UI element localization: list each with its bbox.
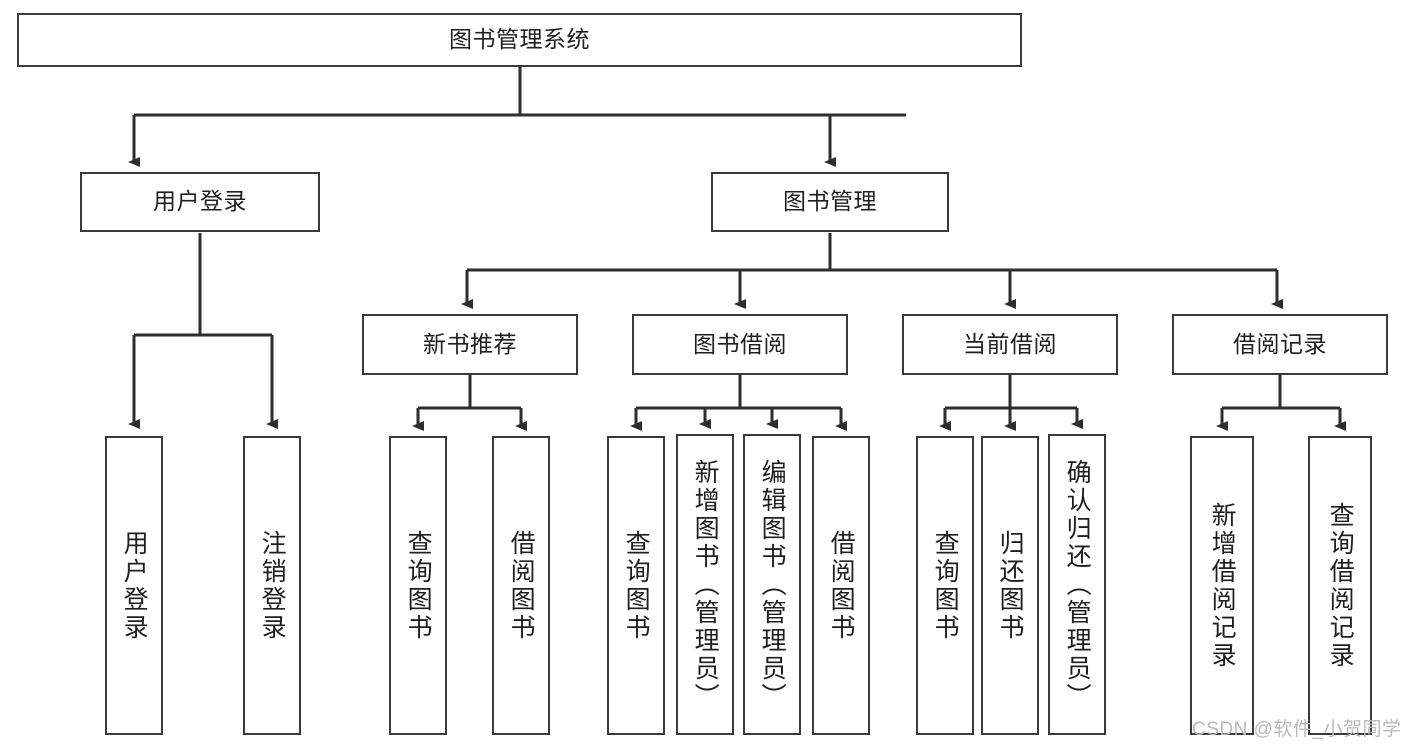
leaf-borrow-query-book[interactable]: 查询图书 bbox=[607, 436, 665, 735]
node-label: 新增借阅记录 bbox=[1208, 501, 1237, 670]
leaf-borrow-edit-book-admin[interactable]: 编辑图书（管理员） bbox=[743, 434, 801, 735]
node-current-borrow[interactable]: 当前借阅 bbox=[902, 314, 1118, 375]
node-borrow-record[interactable]: 借阅记录 bbox=[1172, 314, 1388, 375]
node-label: 查询图书 bbox=[622, 529, 651, 642]
leaf-record-query-record[interactable]: 查询借阅记录 bbox=[1308, 436, 1372, 735]
leaf-recommend-query-book[interactable]: 查询图书 bbox=[389, 436, 447, 735]
leaf-recommend-borrow-book[interactable]: 借阅图书 bbox=[492, 436, 550, 735]
node-label: 归还图书 bbox=[996, 529, 1025, 642]
node-label: 当前借阅 bbox=[963, 330, 1057, 357]
node-book-management[interactable]: 图书管理 bbox=[711, 172, 949, 232]
node-label: 查询借阅记录 bbox=[1326, 501, 1355, 670]
csdn-watermark: CSDN @软件_小贺同学 bbox=[1192, 719, 1402, 740]
leaf-current-confirm-return-admin[interactable]: 确认归还（管理员） bbox=[1048, 434, 1106, 735]
node-label: 注销登录 bbox=[258, 529, 287, 642]
node-root-system[interactable]: 图书管理系统 bbox=[17, 13, 1022, 67]
node-label: 查询图书 bbox=[404, 529, 433, 642]
leaf-current-query-book[interactable]: 查询图书 bbox=[916, 436, 974, 735]
node-new-book-recommend[interactable]: 新书推荐 bbox=[362, 314, 578, 375]
node-book-borrow[interactable]: 图书借阅 bbox=[632, 314, 848, 375]
node-label: 确认归还（管理员） bbox=[1063, 458, 1092, 711]
node-label: 借阅记录 bbox=[1233, 330, 1327, 357]
node-label: 新书推荐 bbox=[423, 330, 517, 357]
node-label: 查询图书 bbox=[931, 529, 960, 642]
node-label: 借阅图书 bbox=[827, 529, 856, 642]
node-label: 用户登录 bbox=[120, 529, 149, 642]
node-label: 图书借阅 bbox=[693, 330, 787, 357]
leaf-record-add-record[interactable]: 新增借阅记录 bbox=[1190, 436, 1254, 735]
leaf-user-login-signout[interactable]: 注销登录 bbox=[243, 436, 301, 735]
node-label: 图书管理 bbox=[783, 188, 877, 215]
leaf-user-login-signin[interactable]: 用户登录 bbox=[105, 436, 163, 735]
node-label: 图书管理系统 bbox=[449, 26, 590, 53]
leaf-borrow-add-book-admin[interactable]: 新增图书（管理员） bbox=[676, 434, 734, 735]
leaf-borrow-borrow-book[interactable]: 借阅图书 bbox=[812, 436, 870, 735]
node-label: 新增图书（管理员） bbox=[691, 458, 720, 711]
leaf-current-return-book[interactable]: 归还图书 bbox=[981, 436, 1039, 735]
node-label: 借阅图书 bbox=[507, 529, 536, 642]
node-user-login[interactable]: 用户登录 bbox=[80, 172, 320, 232]
node-label: 用户登录 bbox=[153, 188, 247, 215]
node-label: 编辑图书（管理员） bbox=[758, 458, 787, 711]
